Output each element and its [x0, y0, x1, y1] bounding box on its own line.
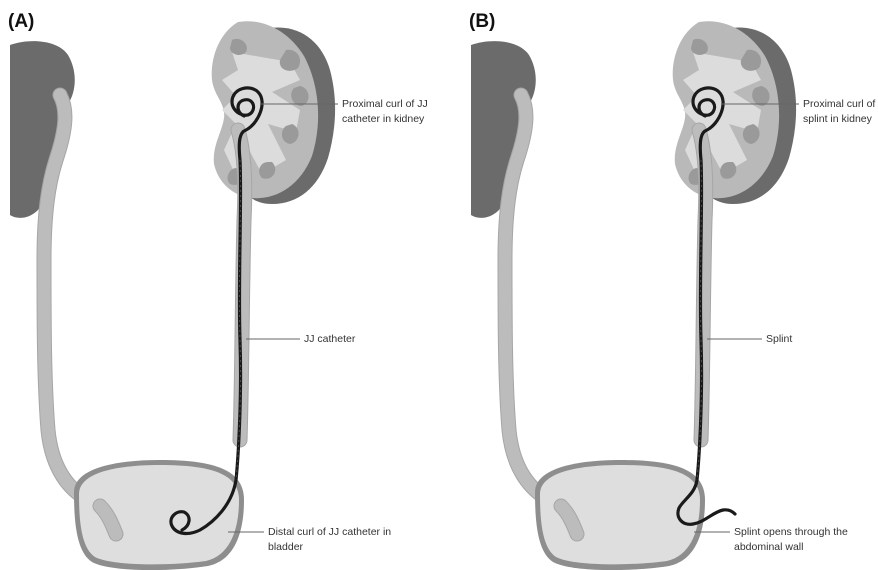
- label-distal-b-line2: abdominal wall: [734, 541, 803, 553]
- label-middle-a: JJ catheter: [304, 333, 356, 345]
- label-proximal-b-line1: Proximal curl of: [803, 98, 875, 110]
- panel-a-label: (A): [8, 11, 34, 32]
- right-kidney: [212, 21, 335, 204]
- label-distal-b-line1: Splint opens through the: [734, 526, 848, 538]
- label-middle-b: Splint: [766, 333, 792, 345]
- label-distal-a-line2: bladder: [268, 541, 304, 553]
- label-proximal-a-line2: catheter in kidney: [342, 113, 425, 125]
- label-proximal-b-line2: splint in kidney: [803, 113, 873, 125]
- panel-b: (B): [469, 11, 875, 570]
- right-kidney-b: [673, 21, 796, 204]
- label-distal-a-line1: Distal curl of JJ catheter in: [268, 526, 391, 538]
- panel-b-label: (B): [469, 11, 495, 32]
- label-proximal-a-line1: Proximal curl of JJ: [342, 98, 428, 110]
- panel-a: (A): [8, 11, 428, 570]
